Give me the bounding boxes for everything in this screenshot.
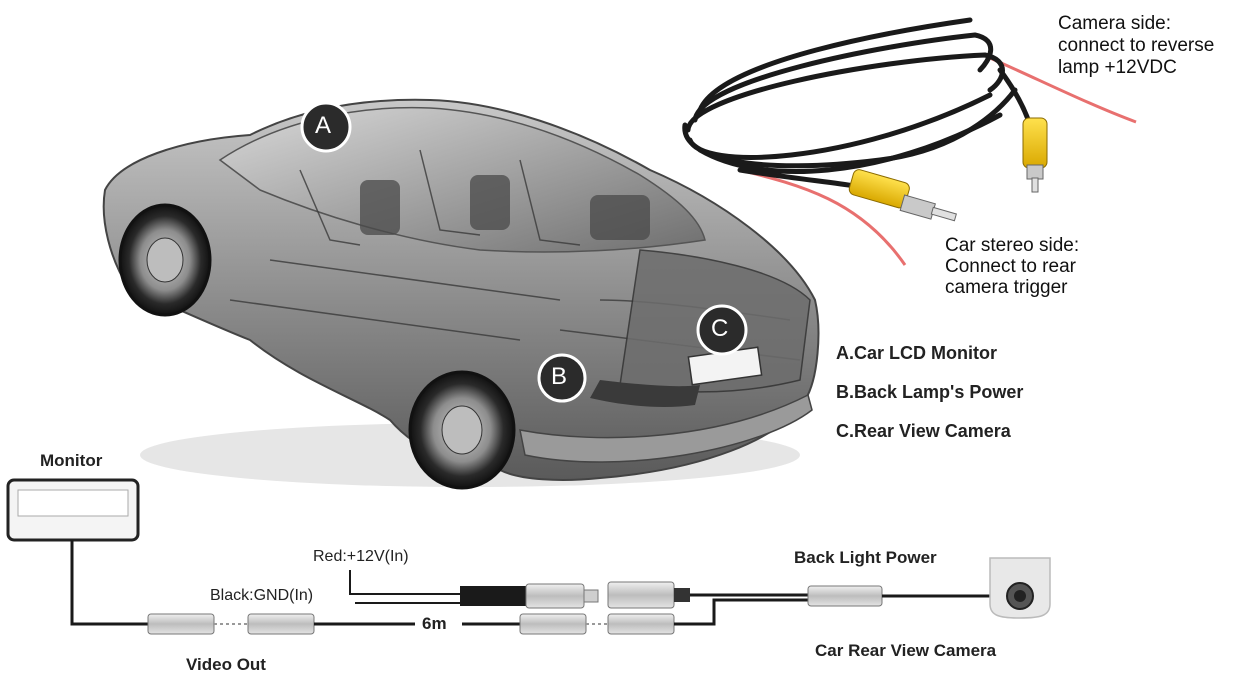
camera-label: Car Rear View Camera [815, 641, 997, 660]
power-jack [607, 581, 675, 609]
video-out-label: Video Out [186, 655, 266, 674]
stereo-side-line-3: camera trigger [945, 277, 1068, 298]
rca-cable-illustration [682, 17, 1137, 266]
marker-b [537, 353, 587, 403]
rear-camera-shape [989, 557, 1051, 619]
power-plug-black [460, 586, 526, 606]
wiring-diagram [6, 478, 1051, 635]
camera-side-line-1: Camera side: [1058, 13, 1171, 34]
back-light-power-plug [807, 585, 883, 607]
mid-plug-left [519, 613, 587, 635]
monitor-label: Monitor [40, 451, 103, 470]
red-wire-label: Red:+12V(In) [313, 548, 409, 565]
camera-side-line-2: connect to reverse [1058, 35, 1215, 56]
rca-plug-camera-side [1022, 117, 1048, 193]
rca-plug-stereo-side [848, 169, 957, 222]
legend-item-a: A.Car LCD Monitor [836, 343, 997, 363]
car-illustration [102, 98, 820, 490]
red-wire-camera-side [989, 56, 1137, 124]
cable-length-label: 6m [422, 614, 447, 633]
stereo-side-line-2: Connect to rear [945, 256, 1076, 277]
video-out-plug-left [147, 613, 215, 635]
mid-plug-right [607, 613, 675, 635]
video-out-plug-right [247, 613, 315, 635]
marker-c [696, 304, 748, 356]
legend-item-b: B.Back Lamp's Power [836, 382, 1024, 402]
marker-a [300, 101, 352, 153]
marker-b-label: B [551, 363, 568, 390]
camera-side-line-3: lamp +12VDC [1058, 57, 1177, 78]
rear-wheel [408, 370, 516, 490]
black-cable-coils [682, 17, 1033, 189]
front-wheel [118, 203, 212, 317]
black-wire-label: Black:GND(In) [210, 587, 314, 604]
power-plug-barrel [525, 583, 585, 609]
legend-item-c: C.Rear View Camera [836, 421, 1011, 441]
marker-a-label: A [315, 112, 332, 139]
stereo-side-line-1: Car stereo side: [945, 235, 1080, 256]
back-light-power-label: Back Light Power [794, 548, 937, 567]
marker-c-label: C [711, 315, 729, 342]
